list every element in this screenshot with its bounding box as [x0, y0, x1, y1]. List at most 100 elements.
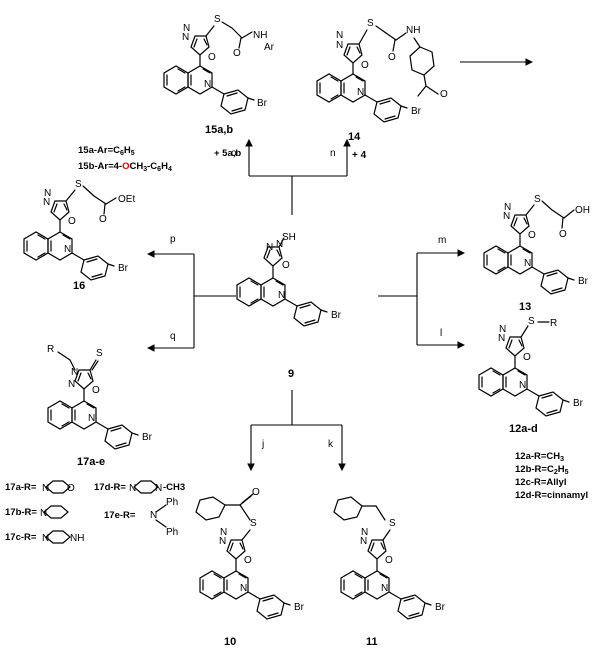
svg-text:Br: Br — [578, 276, 589, 287]
svg-text:NH: NH — [70, 533, 84, 544]
compound-13: S O OH O N N N Br 13 — [483, 194, 590, 313]
compound-11: S O N N N Br 11 — [333, 496, 446, 648]
svg-text:N: N — [361, 527, 368, 538]
svg-text:N: N — [519, 380, 526, 391]
compound-10: S O O N N N Br 10 — [195, 487, 305, 648]
svg-text:N: N — [336, 30, 343, 41]
svg-text:N: N — [182, 32, 189, 43]
svg-text:N: N — [43, 197, 50, 208]
svg-text:17a-R=: 17a-R= — [5, 482, 37, 493]
svg-text:OH: OH — [575, 205, 590, 216]
compound-label-10: 10 — [224, 636, 236, 648]
svg-text:17b-R=: 17b-R= — [5, 507, 37, 518]
reaction-arrows — [146, 58, 534, 472]
svg-text:S: S — [250, 518, 257, 529]
compound-label-14: 14 — [348, 131, 361, 143]
svg-text:N: N — [266, 242, 273, 253]
svg-text:OEt: OEt — [118, 194, 135, 205]
svg-text:N: N — [150, 510, 157, 521]
svg-text:O: O — [92, 385, 100, 396]
svg-text:N: N — [240, 583, 247, 594]
svg-text:N: N — [71, 367, 78, 378]
svg-text:Br: Br — [435, 602, 446, 613]
svg-text:O: O — [67, 483, 75, 494]
svg-text:S: S — [75, 179, 82, 190]
compound-label-11: 11 — [366, 636, 378, 648]
svg-text:Br: Br — [331, 310, 342, 321]
svg-text:Ph: Ph — [166, 497, 178, 508]
compound-label-16: 16 — [73, 280, 85, 292]
svg-text:S: S — [528, 316, 535, 327]
compound-17: R S N N O N Br 17a-e — [47, 344, 153, 468]
svg-text:Ph: Ph — [166, 527, 178, 538]
svg-text:Br: Br — [411, 106, 422, 117]
svg-text:N: N — [129, 483, 136, 494]
svg-text:NH: NH — [253, 30, 267, 41]
svg-text:N: N — [357, 87, 364, 98]
notes-17: 17a-R= N O 17b-R= N 17c-R= N NH 17d-R= N… — [5, 480, 185, 544]
svg-text:17c-R=: 17c-R= — [5, 532, 37, 543]
notes-12: 12a-R=CH3 12b-R=C2H5 12c-R=Allyl 12d-R=c… — [515, 451, 588, 501]
svg-text:17d-R=: 17d-R= — [94, 482, 126, 493]
svg-text:O: O — [208, 52, 216, 63]
svg-text:O: O — [559, 229, 567, 240]
reagent-j: j — [261, 439, 264, 450]
reagent-m: m — [438, 235, 446, 246]
compound-12: S R O N N N Br 12a-d — [478, 316, 584, 435]
svg-text:R: R — [47, 344, 54, 355]
reagent-o: o — [231, 148, 237, 159]
notes-15: 15a-Ar=C6H5 15b-Ar=4-OCH3-C6H4 + 5a,b — [78, 145, 241, 173]
svg-text:N: N — [276, 239, 283, 250]
svg-text:N: N — [64, 244, 71, 255]
svg-text:O: O — [282, 260, 290, 271]
svg-text:Br: Br — [573, 398, 584, 409]
svg-text:Br: Br — [118, 263, 129, 274]
svg-text:O: O — [361, 60, 369, 71]
svg-text:N: N — [88, 413, 95, 424]
svg-text:Ar: Ar — [264, 42, 275, 53]
svg-text:N: N — [68, 379, 75, 390]
svg-text:15a-Ar=C6H5: 15a-Ar=C6H5 — [78, 145, 135, 157]
svg-text:N: N — [155, 483, 162, 494]
svg-text:S: S — [96, 348, 103, 359]
compound-label-15: 15a,b — [205, 124, 233, 136]
compound-9: N N O SH N Br 9 — [236, 232, 342, 380]
svg-text:O: O — [528, 230, 536, 241]
svg-text:S: S — [389, 518, 396, 529]
reagent-n-extra: + 4 — [352, 150, 367, 161]
svg-text:-CH3: -CH3 — [163, 482, 185, 493]
compound-15: S O NH Ar O N N N Br 15a,b — [163, 14, 275, 136]
svg-text:SH: SH — [282, 232, 296, 243]
compound-14: S O NH O N N N Br O 14 — [316, 18, 448, 143]
svg-text:O: O — [68, 216, 76, 227]
svg-text:17e-R=: 17e-R= — [104, 510, 136, 521]
compound-label-12: 12a-d — [509, 423, 538, 435]
svg-text:N: N — [360, 536, 367, 547]
svg-text:N: N — [336, 40, 343, 51]
svg-text:N: N — [504, 202, 511, 213]
svg-text:N: N — [498, 333, 505, 344]
svg-text:N: N — [220, 527, 227, 538]
svg-text:O: O — [99, 214, 107, 225]
reagent-k: k — [328, 439, 334, 450]
reagent-p: p — [170, 234, 176, 245]
svg-text:O: O — [233, 48, 241, 59]
svg-text:N: N — [278, 290, 285, 301]
svg-text:12b-R=C2H5: 12b-R=C2H5 — [515, 464, 569, 476]
svg-text:O: O — [388, 52, 396, 63]
svg-text:R: R — [550, 318, 557, 329]
svg-text:N: N — [42, 483, 49, 494]
svg-text:O: O — [440, 89, 448, 100]
svg-text:N: N — [524, 258, 531, 269]
svg-text:12c-R=Allyl: 12c-R=Allyl — [515, 477, 567, 488]
svg-text:N: N — [40, 508, 47, 519]
svg-text:Br: Br — [142, 432, 153, 443]
svg-text:S: S — [534, 194, 541, 205]
svg-text:Br: Br — [257, 98, 268, 109]
svg-text:N: N — [381, 583, 388, 594]
reagent-n: n — [330, 148, 336, 159]
svg-text:O: O — [385, 555, 393, 566]
reagent-l: l — [440, 328, 442, 339]
svg-text:N: N — [42, 533, 49, 544]
